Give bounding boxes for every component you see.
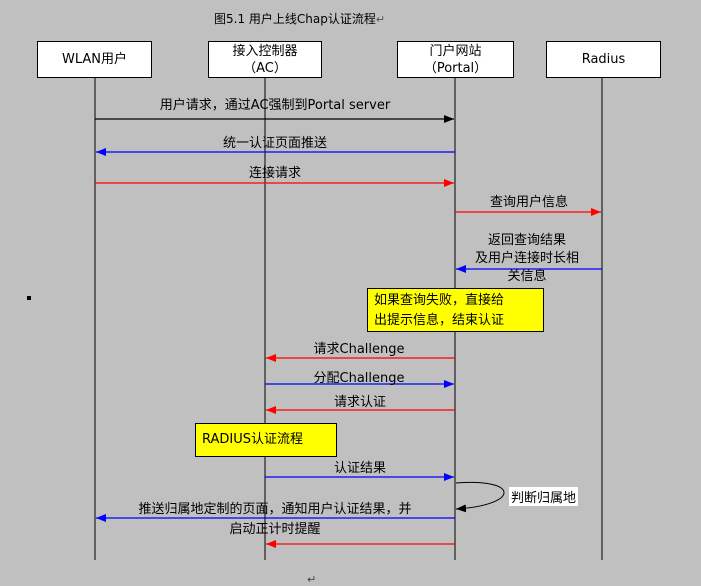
note-query-fail-line1: 如果查询失败，直接给 (374, 293, 505, 308)
message-label: 认证结果 (334, 461, 386, 476)
actor-wlan: WLAN用户 (37, 41, 152, 78)
note-judge: 判断归属地 (509, 487, 579, 506)
actor-portal-label-line1: 门户网站 (429, 43, 482, 59)
actor-radius-label: Radius (581, 52, 626, 67)
self-loop-arrow (455, 481, 505, 513)
message-label: 查询用户信息 (490, 194, 568, 210)
bullet-icon (27, 296, 31, 300)
message-label: 用户请求，通过AC强制到Portal server (160, 97, 391, 113)
message-label: 启动正计时提醒 (229, 521, 320, 537)
actor-ac: 接入控制器 （AC） (208, 41, 322, 78)
note-radius-flow: RADIUS认证流程 (195, 423, 337, 457)
message-label: 关信息 (507, 268, 546, 284)
message-label: 请求认证 (334, 395, 386, 410)
actor-portal: 门户网站 （Portal） (397, 41, 514, 78)
note-query-fail-line2: 出提示信息，结束认证 (374, 313, 505, 328)
actor-ac-label-line1: 接入控制器 (232, 43, 298, 59)
message-label: 分配Challenge (314, 371, 405, 386)
message-label: 推送归属地定制的页面，通知用户认证结果，并 (138, 501, 411, 517)
message-label: 及用户连接时长相 (475, 250, 579, 266)
figure-title: 图5.1 用户上线Chap认证流程↵ (214, 10, 385, 27)
actor-wlan-label: WLAN用户 (61, 52, 127, 67)
message-label: 请求Challenge (314, 342, 405, 357)
messages: 用户请求，通过AC强制到Portal server 统一认证页面推送连接请求查询用… (95, 97, 602, 548)
paragraph-mark-icon: ↵ (375, 13, 386, 26)
message-label: 连接请求 (249, 165, 301, 181)
actor-portal-label-line2: （Portal） (423, 60, 488, 76)
note-judge-text: 判断归属地 (511, 491, 577, 506)
actor-radius: Radius (546, 41, 661, 78)
paragraph-mark-icon-footer: ↵ (307, 573, 317, 586)
note-query-fail: 如果查询失败，直接给 出提示信息，结束认证 (367, 288, 544, 332)
lifelines (94, 78, 603, 560)
figure-title-text: 图5.1 用户上线Chap认证流程 (214, 12, 376, 26)
message-label: 统一认证页面推送 (223, 136, 327, 151)
message-label: 返回查询结果 (488, 233, 566, 248)
note-radius-flow-text: RADIUS认证流程 (202, 432, 304, 447)
actor-ac-label-line2: （AC） (243, 60, 287, 76)
